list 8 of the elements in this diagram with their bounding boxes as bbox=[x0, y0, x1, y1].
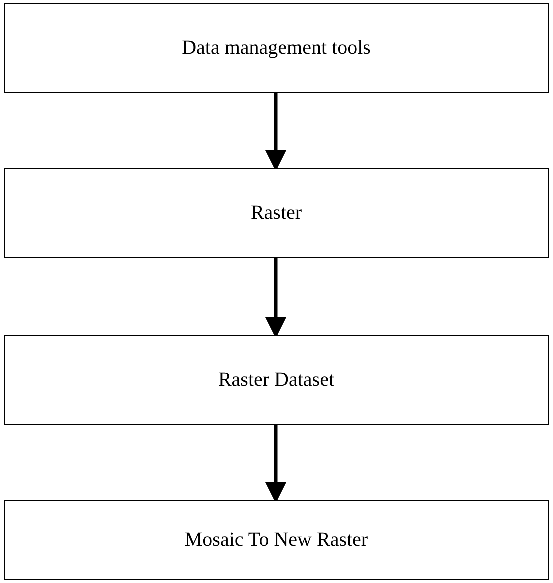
box-label: Data management tools bbox=[182, 36, 371, 60]
process-box bbox=[4, 500, 549, 580]
process-box bbox=[4, 335, 549, 425]
box-label: Raster bbox=[250, 202, 302, 224]
process-box bbox=[4, 3, 549, 93]
box-label: Mosaic To New Raster bbox=[184, 528, 368, 552]
box-label: Raster Dataset bbox=[218, 368, 335, 392]
process-box bbox=[4, 168, 549, 258]
